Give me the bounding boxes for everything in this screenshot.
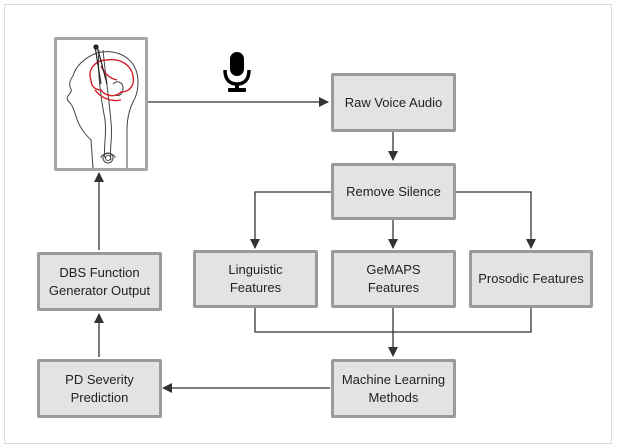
diagram-frame [4, 4, 612, 444]
head-with-dbs-implant-sketch [66, 44, 139, 168]
arrow-remove-silence-to-linguistic [250, 191, 331, 249]
prosodic-features-label: Prosodic Features [478, 271, 584, 286]
pd-severity-prediction-box: PD Severity Prediction [37, 359, 162, 418]
raw-voice-audio-label: Raw Voice Audio [344, 94, 443, 110]
microphone-icon [223, 52, 251, 92]
merge-line-prosodic [393, 308, 532, 333]
machine-learning-methods-box: Machine Learning Methods [331, 359, 456, 418]
remove-silence-label: Remove Silence [346, 183, 441, 199]
pd-severity-prediction-label: PD Severity Prediction [65, 371, 134, 405]
merge-line-linguistic [254, 308, 393, 333]
remove-silence-box: Remove Silence [331, 163, 456, 220]
gemaps-features-label: GeMAPS Features [366, 262, 421, 295]
dbs-function-generator-output-label: DBS Function Generator Output [48, 264, 151, 298]
arrow-remove-silence-to-prosodic [455, 191, 536, 249]
gemaps-features-box: GeMAPS Features [331, 250, 456, 308]
linguistic-features-label: Linguistic Features [228, 262, 283, 295]
dbs-function-generator-output-box: DBS Function Generator Output [37, 252, 162, 311]
prosodic-features-box: Prosodic Features [469, 250, 593, 308]
raw-voice-audio-box: Raw Voice Audio [331, 73, 456, 132]
patient-dbs-image [54, 37, 148, 171]
linguistic-features-box: Linguistic Features [193, 250, 318, 308]
machine-learning-methods-label: Machine Learning Methods [341, 371, 446, 405]
